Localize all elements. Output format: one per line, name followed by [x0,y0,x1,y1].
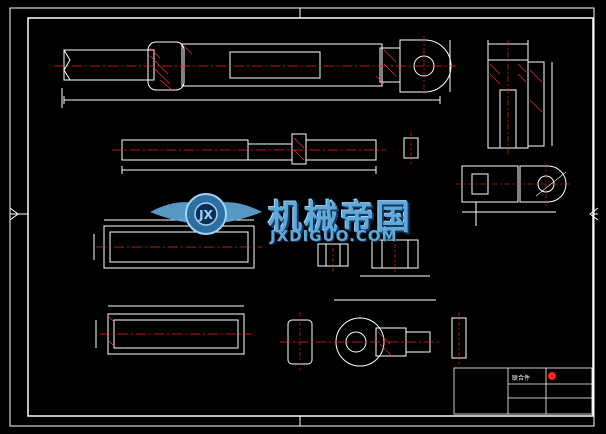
small-parts-views [317,234,430,277]
barrel-detail-view [95,305,252,355]
rod-eye-views [280,299,467,370]
cylinder-barrel-view [93,219,262,269]
title-block [453,367,593,415]
sheet-frame [9,7,599,427]
end-cap-section [487,40,553,154]
piston-rod-view [112,132,419,174]
clevis-view [456,164,570,226]
watermark-url: JXDIGUO.COM [270,227,398,245]
svg-text:JX: JX [198,208,213,222]
title-block-label: 联合件 [512,375,531,382]
watermark-brand: 机械帝国 [268,198,412,238]
watermark-logo-icon: JX [150,193,262,235]
main-assembly-view [54,36,456,108]
